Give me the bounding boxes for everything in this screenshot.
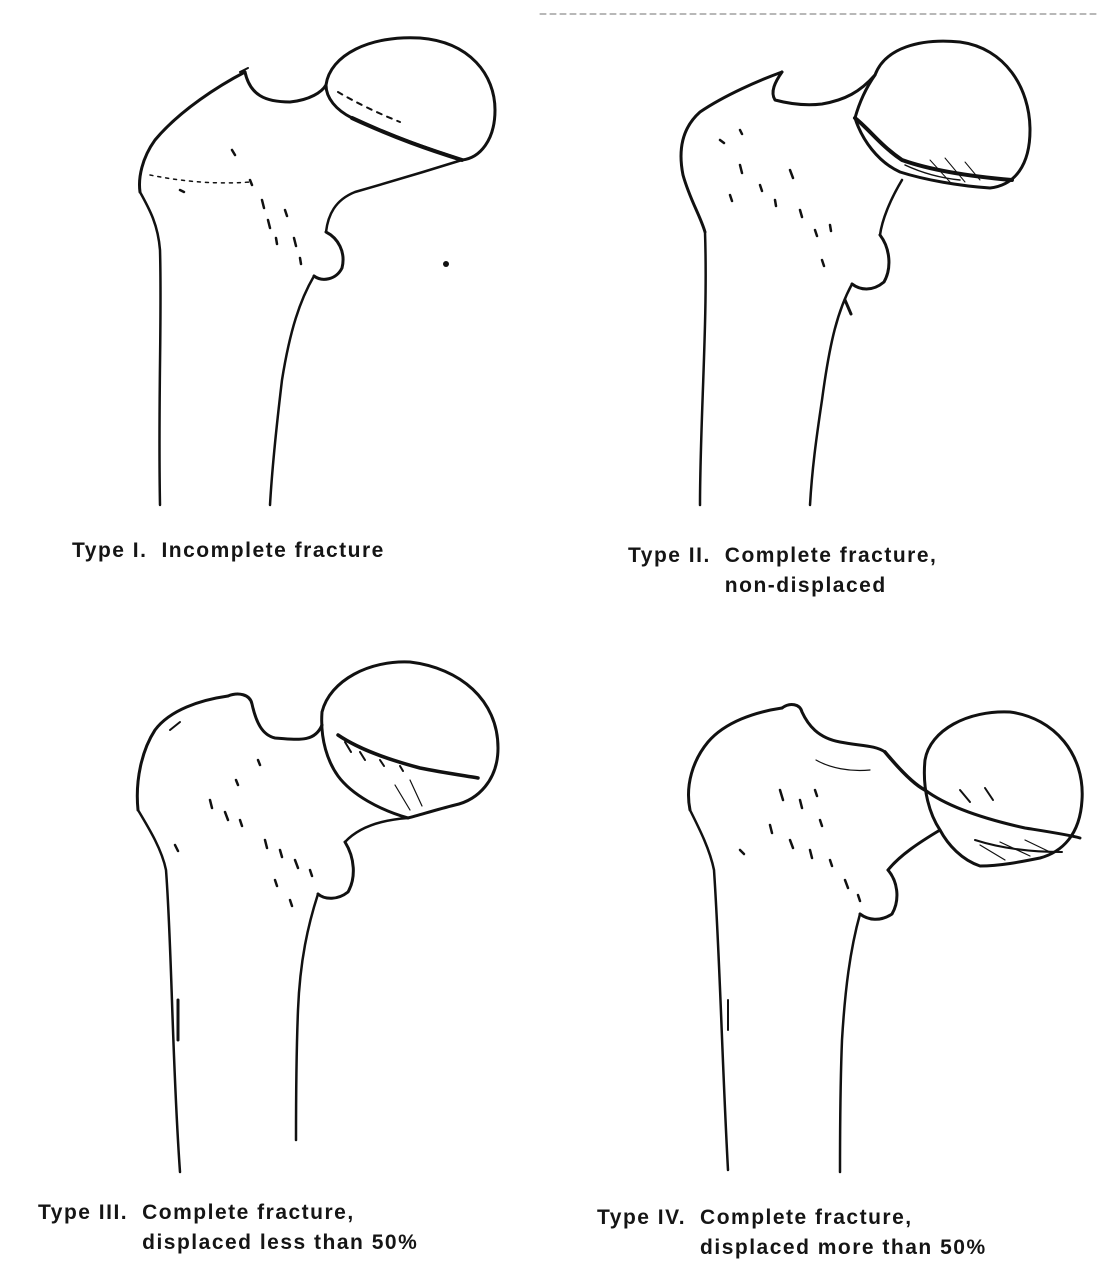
- femur-drawing-type-3: [137, 662, 498, 1172]
- type-1-label: Type I.: [72, 536, 147, 566]
- type-3-description-line-1: Complete fracture,: [142, 1198, 418, 1228]
- type-3-label: Type III.: [38, 1198, 128, 1228]
- type-2-description-line-2: non-displaced: [725, 571, 938, 601]
- type-4-label: Type IV.: [597, 1203, 686, 1233]
- caption-type-3: Type III. Complete fracture,displaced les…: [38, 1198, 418, 1258]
- type-4-description-line-1: Complete fracture,: [700, 1203, 987, 1233]
- type-1-description: Incomplete fracture: [161, 536, 384, 566]
- type-2-label: Type II.: [628, 541, 711, 571]
- caption-type-4: Type IV. Complete fracture,displaced more…: [597, 1203, 987, 1263]
- type-2-description-line-1: Complete fracture,: [725, 541, 938, 571]
- caption-type-1: Type I. Incomplete fracture: [72, 536, 385, 566]
- femur-drawing-type-1: [140, 38, 495, 505]
- type-3-description-line-2: displaced less than 50%: [142, 1228, 418, 1258]
- type-4-description-line-2: displaced more than 50%: [700, 1233, 987, 1263]
- femur-drawing-type-2: [681, 41, 1030, 505]
- caption-type-2: Type II. Complete fracture,non-displaced: [628, 541, 937, 601]
- femur-drawing-type-4: [689, 705, 1083, 1172]
